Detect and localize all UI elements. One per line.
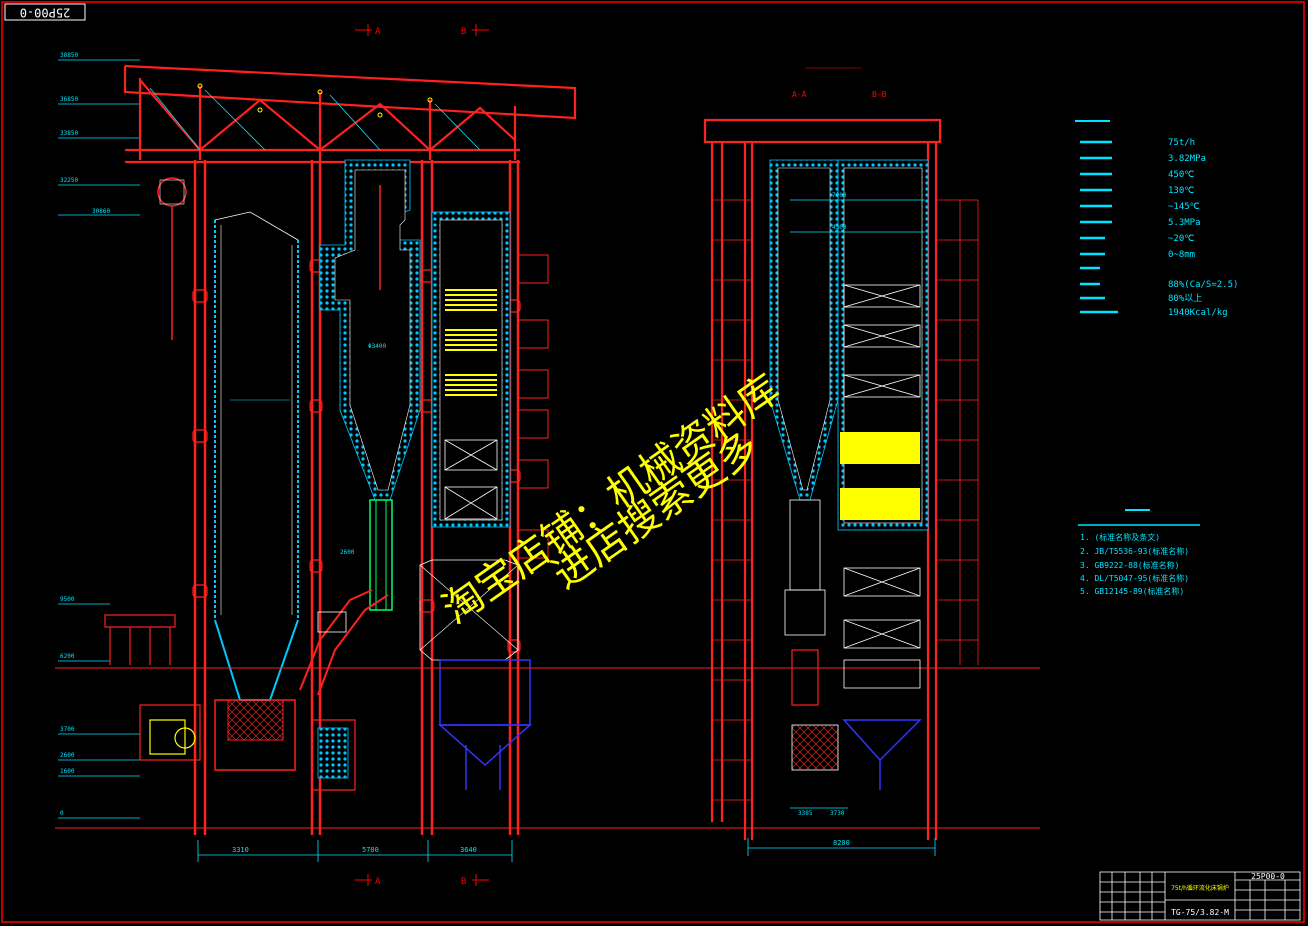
loop-seal (299, 589, 389, 791)
svg-text:0: 0 (60, 810, 64, 817)
base-dimension (197, 840, 513, 862)
dim-backpass: 3640 (460, 846, 477, 854)
dim-section-top1: 7000 (832, 192, 847, 199)
svg-text:6200: 6200 (60, 653, 75, 660)
section-dimension-lines (747, 199, 936, 856)
spec-value-2: 3.82MPa (1168, 154, 1206, 164)
right-section-view: A-A B-B (703, 67, 979, 856)
dim-section-base2: 3730 (830, 810, 845, 817)
spec-value-11: 80%以上 (1168, 293, 1202, 304)
title-name: 75t/h循环流化床锅炉 (1171, 884, 1229, 892)
svg-text:38850: 38850 (60, 52, 78, 59)
section-furnace (769, 159, 839, 771)
svg-text:30860: 30860 (92, 208, 110, 215)
svg-text:36850: 36850 (60, 96, 78, 103)
spec-value-1: 75t/h (1168, 138, 1195, 148)
superheater-coils (445, 289, 497, 396)
steam-drum (157, 177, 187, 340)
drawing-number-tag-text: 25P00-0 (20, 6, 71, 20)
cyclone-separator (319, 159, 421, 611)
drawing-number-tag: 25P00-0 (4, 3, 86, 21)
spec-value-7: ~20℃ (1168, 234, 1194, 244)
section-backpass (837, 159, 929, 790)
note-4: 4. DL/T5047-95(标准名称) (1080, 573, 1189, 583)
back-pass (419, 211, 532, 790)
spec-value-5: ~145℃ (1168, 202, 1200, 212)
note-3: 3. GB9222-88(标准名称) (1080, 560, 1179, 570)
svg-text:2600: 2600 (60, 752, 75, 759)
note-2: 2. JB/T5536-93(标准名称) (1080, 546, 1189, 556)
spec-value-8: 0~8mm (1168, 250, 1195, 260)
svg-text:9500: 9500 (60, 596, 75, 603)
svg-text:1600: 1600 (60, 768, 75, 775)
view-label-b: B-B (872, 90, 887, 99)
spec-table: 75t/h 3.82MPa 450℃ 130℃ ~145℃ 5.3MPa ~20… (1075, 120, 1238, 318)
note-5: 5. GB12145-89(标准名称) (1080, 586, 1184, 596)
title-drawing-number: 25P00-0 (1251, 872, 1285, 881)
spec-value-12: 1940Kcal/kg (1168, 308, 1228, 318)
dim-section-top2: 4300 (832, 224, 847, 231)
section-b-top: B (461, 27, 466, 37)
truss-nodes (197, 83, 433, 118)
dim-section-base1: 3385 (798, 810, 813, 817)
title-model: TG-75/3.82-M (1171, 908, 1229, 917)
svg-text:32250: 32250 (60, 177, 78, 184)
svg-text:3700: 3700 (60, 726, 75, 733)
spec-value-4: 130℃ (1168, 186, 1194, 196)
note-1: 1. (标准名称及条文) (1080, 532, 1160, 542)
truss-bracing (149, 87, 481, 151)
bottom-equipment (104, 614, 201, 761)
dim-inner: 2600 (340, 549, 355, 556)
dim-cyclone-dia: Φ3400 (368, 343, 386, 350)
section-superheater-lower (840, 488, 920, 520)
elevation-marks (58, 59, 140, 819)
access-platforms (517, 254, 549, 559)
svg-text:33850: 33850 (60, 130, 78, 137)
economizer-boxes (444, 439, 498, 520)
spec-value-6: 5.3MPa (1168, 218, 1201, 228)
spec-value-3: 450℃ (1168, 170, 1194, 180)
section-a-top: A (375, 27, 381, 37)
section-b-bottom: B (461, 877, 466, 887)
section-superheater-upper (840, 432, 920, 464)
spec-value-10: 88%(Ca/S=2.5) (1168, 280, 1238, 290)
dim-section-total: 8200 (833, 839, 850, 847)
title-block (1099, 871, 1301, 921)
view-label-a: A-A (792, 90, 807, 99)
furnace (214, 211, 299, 771)
roof-truss (123, 64, 577, 164)
spec-label-bars (1080, 140, 1118, 314)
technical-notes: 1. (标准名称及条文) 2. JB/T5536-93(标准名称) 3. GB9… (1078, 509, 1200, 596)
section-ladders (712, 199, 979, 801)
section-marks-top (355, 24, 489, 886)
dim-furnace: 3310 (232, 846, 249, 854)
dim-cyclone: 5700 (362, 846, 379, 854)
section-a-bottom: A (375, 877, 381, 887)
